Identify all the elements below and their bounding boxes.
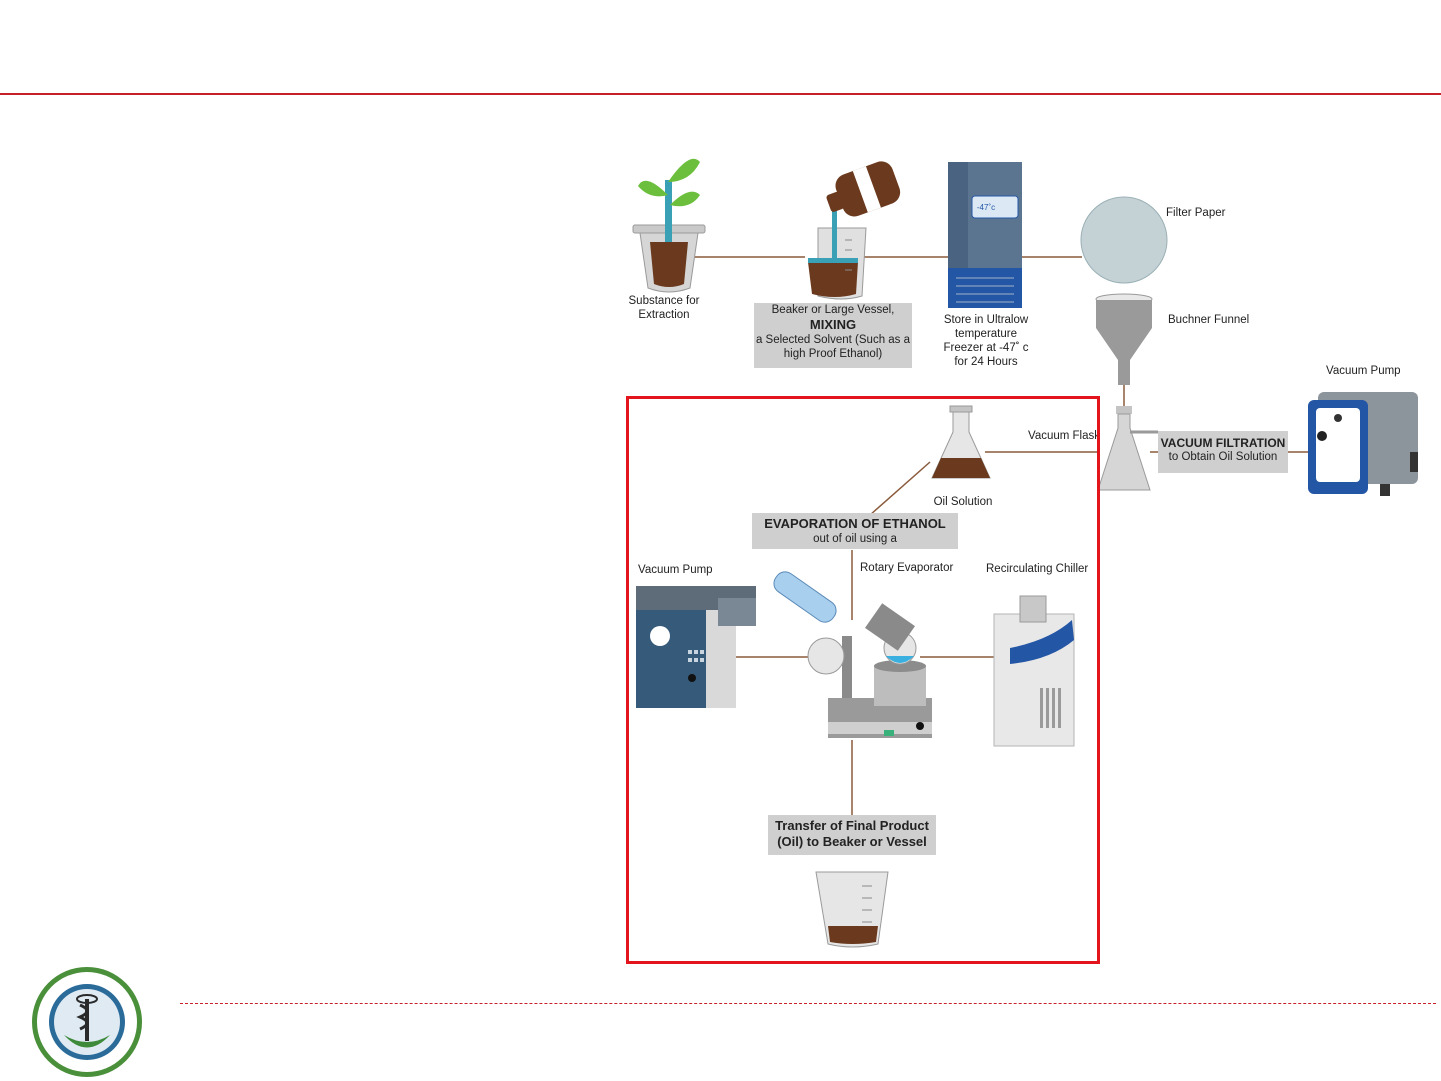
- vacuum-filtration-sub: to Obtain Oil Solution: [1168, 451, 1278, 463]
- evaporation-stage-highlight: [626, 396, 1100, 964]
- mixing-line1: Beaker or Large Vessel,: [771, 304, 895, 316]
- mixing-label-box: Beaker or Large Vessel, MIXING a Selecte…: [754, 303, 912, 368]
- buchner-funnel-icon: [1095, 293, 1153, 385]
- vacuum-pump-left-label: Vacuum Pump: [638, 564, 713, 576]
- vacuum-filtration-box: VACUUM FILTRATION to Obtain Oil Solution: [1158, 431, 1288, 473]
- transfer-box: Transfer of Final Product (Oil) to Beake…: [768, 815, 936, 855]
- freezer-display: -47˚c: [976, 203, 996, 212]
- filter-paper-label: Filter Paper: [1166, 207, 1226, 219]
- evaporation-title: EVAPORATION OF ETHANOL: [764, 516, 946, 531]
- rotary-evaporator-label: Rotary Evaporator: [860, 562, 954, 574]
- transfer-line2: (Oil) to Beaker or Vessel: [777, 834, 927, 849]
- buchner-funnel-label: Buchner Funnel: [1168, 314, 1250, 326]
- vacuum-flask-label: Vacuum Flask: [1028, 430, 1100, 442]
- mixing-line3: a Selected Solvent (Such as a high Proof…: [755, 334, 911, 360]
- recirculating-chiller-icon: [993, 595, 1075, 747]
- oil-solution-flask-icon: [931, 405, 991, 479]
- freezer-icon: [948, 162, 1022, 308]
- footer-rule: [180, 1003, 1436, 1004]
- solvent-bottle-icon: [826, 161, 901, 217]
- university-logo: [32, 967, 142, 1077]
- evaporation-box: EVAPORATION OF ETHANOL out of oil using …: [752, 513, 958, 549]
- vacuum-flask-icon: [1097, 406, 1158, 491]
- vacuum-pump-top-icon: [1308, 392, 1418, 496]
- mixing-beaker-icon: [808, 206, 867, 300]
- oil-solution-label: Oil Solution: [933, 496, 993, 508]
- vacuum-pump-top-label: Vacuum Pump: [1326, 365, 1401, 377]
- connector-lines: [690, 256, 1308, 815]
- mixing-title: MIXING: [809, 317, 857, 332]
- plant-pot-icon: [632, 158, 706, 293]
- filter-paper-icon: [1080, 196, 1168, 284]
- vacuum-filtration-title: VACUUM FILTRATION: [1160, 436, 1286, 450]
- final-beaker-icon: [815, 871, 889, 948]
- vacuum-pump-left-icon: [636, 586, 756, 708]
- substance-label: Substance for Extraction: [628, 295, 700, 321]
- header-rule: [0, 93, 1441, 95]
- rotary-evaporator-icon: [773, 571, 932, 738]
- recirculating-chiller-label: Recirculating Chiller: [986, 563, 1089, 575]
- freezer-label: Store in Ultralow temperature Freezer at…: [943, 314, 1029, 368]
- transfer-line1: Transfer of Final Product: [775, 818, 929, 833]
- evaporation-sub: out of oil using a: [813, 533, 897, 545]
